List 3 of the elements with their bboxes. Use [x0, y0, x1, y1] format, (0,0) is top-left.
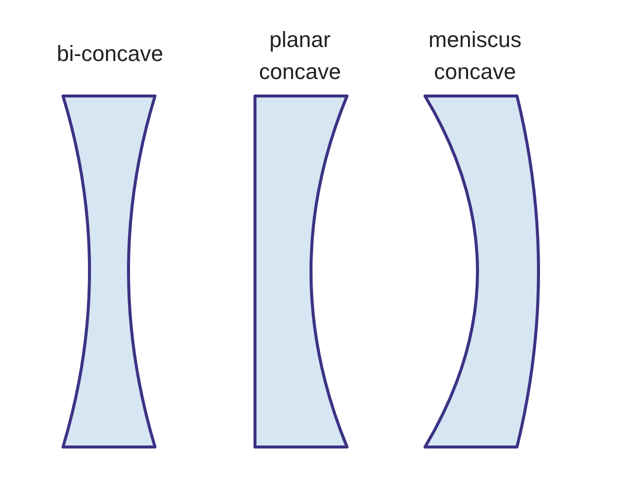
lens-label: planar concave: [258, 26, 342, 86]
lens-label: meniscus concave: [428, 26, 522, 86]
lens-label: bi-concave: [56, 40, 164, 68]
